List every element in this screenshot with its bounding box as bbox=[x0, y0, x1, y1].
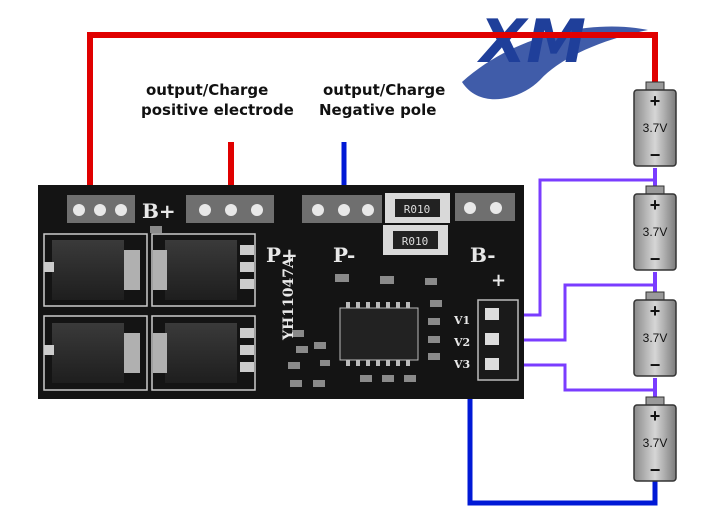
battery-voltage: 3.7V bbox=[643, 225, 668, 239]
terminal-p-plus bbox=[186, 195, 274, 223]
xm-logo: XM bbox=[462, 7, 648, 100]
resistor-label: R010 bbox=[402, 235, 429, 248]
logo-text: XM bbox=[476, 7, 586, 77]
battery-plus: + bbox=[650, 91, 661, 111]
battery-voltage: 3.7V bbox=[643, 121, 668, 135]
battery-4: + 3.7V − bbox=[633, 396, 677, 482]
battery-minus: − bbox=[650, 355, 661, 375]
battery-minus: − bbox=[650, 249, 661, 269]
battery-1: + 3.7V − bbox=[633, 81, 677, 167]
battery-plus: + bbox=[650, 195, 661, 215]
silk-b-plus: B+ bbox=[142, 199, 176, 223]
resistor-label: R010 bbox=[404, 203, 431, 216]
positive-label-line2: positive electrode bbox=[141, 101, 294, 119]
protection-ic bbox=[339, 302, 419, 366]
silk-b-minus: B- bbox=[470, 243, 496, 267]
positive-label-line1: output/Charge bbox=[146, 81, 269, 99]
silkscreen: B+ P+ P- B- + YH11047A V1 V2 V3 bbox=[142, 199, 506, 371]
silk-plus: + bbox=[491, 270, 506, 291]
battery-voltage: 3.7V bbox=[643, 436, 668, 450]
silk-v2: V2 bbox=[453, 336, 470, 349]
logo-swoosh bbox=[462, 26, 648, 100]
mosfet-1 bbox=[43, 233, 148, 307]
balance-connector bbox=[477, 299, 519, 381]
silk-p-plus: P+ bbox=[266, 243, 298, 267]
negative-label-line2: Negative pole bbox=[319, 101, 437, 119]
negative-label-line1: output/Charge bbox=[323, 81, 446, 99]
silk-model: YH11047A bbox=[281, 256, 297, 341]
shunt-resistor-1: R010 bbox=[385, 193, 450, 223]
battery-minus: − bbox=[650, 460, 661, 480]
silk-v3: V3 bbox=[453, 358, 470, 371]
terminal-p-minus bbox=[302, 195, 382, 223]
terminal-b-minus bbox=[455, 193, 515, 221]
battery-plus: + bbox=[650, 301, 661, 321]
mosfet-4 bbox=[151, 315, 256, 391]
pcb-board: R010 R010 bbox=[38, 185, 524, 399]
terminal-b-plus bbox=[67, 195, 135, 223]
battery-plus: + bbox=[650, 406, 661, 426]
battery-3: + 3.7V − bbox=[633, 291, 677, 377]
shunt-resistor-2: R010 bbox=[383, 225, 448, 255]
battery-minus: − bbox=[650, 145, 661, 165]
mosfet-2 bbox=[151, 233, 256, 307]
silk-p-minus: P- bbox=[333, 243, 355, 267]
battery-2: + 3.7V − bbox=[633, 185, 677, 271]
silk-v1: V1 bbox=[453, 314, 470, 327]
smd-components bbox=[150, 226, 442, 387]
battery-voltage: 3.7V bbox=[643, 331, 668, 345]
mosfet-3 bbox=[43, 315, 148, 391]
